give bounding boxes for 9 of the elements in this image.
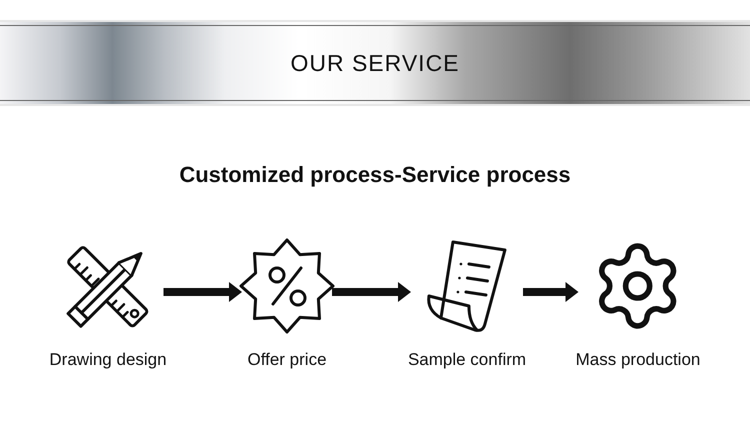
arrow	[523, 282, 578, 302]
step-label: Drawing design	[49, 350, 167, 370]
title: Customized process-Service process	[179, 162, 571, 187]
step-label: Sample confirm	[408, 350, 526, 370]
arrow	[332, 282, 411, 302]
step-label: Mass production	[576, 350, 700, 370]
arrow	[164, 282, 242, 302]
banner-heading: OUR SERVICE	[290, 50, 460, 76]
step-label: Offer price	[247, 350, 327, 370]
